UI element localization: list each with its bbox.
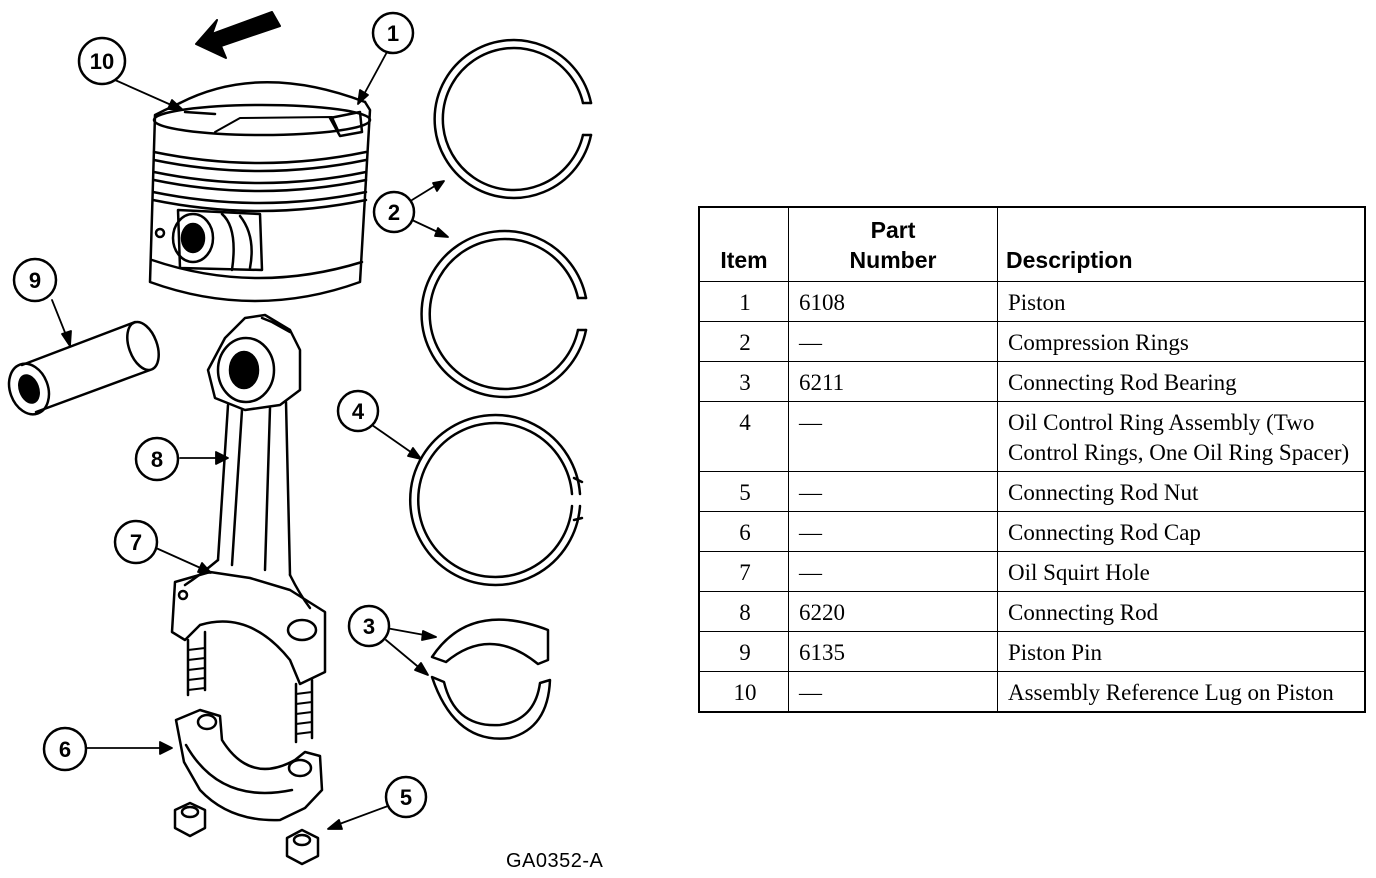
svg-text:4: 4 [352, 399, 365, 424]
svg-text:7: 7 [130, 530, 142, 555]
table-row: 1 6108 Piston [698, 280, 1366, 322]
table-row: 8 6220 Connecting Rod [698, 590, 1366, 632]
callout-1: 1 [371, 11, 415, 55]
part-number-cell: — [788, 670, 998, 712]
rod-cap-drawing [174, 708, 324, 822]
svg-text:2: 2 [388, 200, 400, 225]
item-cell: 2 [698, 320, 789, 362]
table-row: 4 — Oil Control Ring Assembly (Two Contr… [698, 400, 1366, 472]
description-cell: Connecting Rod Bearing [997, 360, 1366, 402]
part-number-cell: — [788, 510, 998, 552]
callout-5: 5 [384, 775, 428, 819]
description-cell: Connecting Rod [997, 590, 1366, 632]
bearing-halves-drawing [430, 618, 552, 740]
header-item: Item [698, 206, 789, 282]
compression-ring-lower-drawing [420, 229, 588, 399]
svg-text:8: 8 [151, 447, 163, 472]
table-row: 2 — Compression Rings [698, 320, 1366, 362]
callout-4: 4 [336, 389, 380, 433]
table-row: 10 — Assembly Reference Lug on Piston [698, 670, 1366, 712]
table-row: 5 — Connecting Rod Nut [698, 470, 1366, 512]
item-cell: 6 [698, 510, 789, 552]
piston-drawing [148, 81, 372, 303]
exploded-parts-diagram: 1 2 3 4 5 6 7 8 9 10 [7, 11, 593, 866]
item-cell: 9 [698, 630, 789, 672]
connecting-rod-drawing [170, 313, 327, 744]
part-number-cell: 6211 [788, 360, 998, 402]
leader-lines [51, 51, 449, 830]
description-cell: Piston [997, 280, 1366, 322]
item-cell: 1 [698, 280, 789, 322]
part-number-cell: 6108 [788, 280, 998, 322]
svg-text:9: 9 [29, 268, 41, 293]
item-cell: 4 [698, 400, 789, 472]
callout-3: 3 [347, 604, 391, 648]
table-row: 7 — Oil Squirt Hole [698, 550, 1366, 592]
table-row: 6 — Connecting Rod Cap [698, 510, 1366, 552]
description-cell: Compression Rings [997, 320, 1366, 362]
part-number-cell: — [788, 550, 998, 592]
header-description: Description [997, 206, 1366, 282]
callout-8: 8 [134, 436, 180, 482]
svg-text:6: 6 [59, 737, 71, 762]
part-number-cell: 6220 [788, 590, 998, 632]
figure-id: GA0352-A [506, 850, 604, 872]
item-cell: 8 [698, 590, 789, 632]
description-cell: Connecting Rod Cap [997, 510, 1366, 552]
callout-2: 2 [372, 190, 416, 234]
piston-pin-drawing [7, 320, 160, 416]
item-cell: 7 [698, 550, 789, 592]
part-number-cell: 6135 [788, 630, 998, 672]
nut-drawings [173, 801, 320, 866]
part-number-cell: — [788, 320, 998, 362]
item-cell: 3 [698, 360, 789, 402]
svg-text:5: 5 [400, 785, 412, 810]
svg-text:10: 10 [90, 49, 114, 74]
part-number-cell: — [788, 400, 998, 472]
oil-control-ring-drawing [408, 413, 584, 587]
direction-arrow-icon [195, 11, 281, 59]
callout-6: 6 [42, 726, 88, 772]
part-number-cell: — [788, 470, 998, 512]
description-cell: Assembly Reference Lug on Piston [997, 670, 1366, 712]
description-cell: Piston Pin [997, 630, 1366, 672]
compression-ring-upper-drawing [433, 38, 593, 200]
item-cell: 10 [698, 670, 789, 712]
description-cell: Oil Control Ring Assembly (Two Control R… [997, 400, 1366, 472]
callout-7: 7 [113, 519, 159, 565]
description-cell: Oil Squirt Hole [997, 550, 1366, 592]
table-row: 3 6211 Connecting Rod Bearing [698, 360, 1366, 402]
svg-text:1: 1 [387, 21, 399, 46]
callout-10: 10 [77, 36, 127, 86]
item-cell: 5 [698, 470, 789, 512]
description-cell: Connecting Rod Nut [997, 470, 1366, 512]
table-row: 9 6135 Piston Pin [698, 630, 1366, 672]
svg-text:3: 3 [363, 614, 375, 639]
callout-9: 9 [12, 257, 58, 303]
